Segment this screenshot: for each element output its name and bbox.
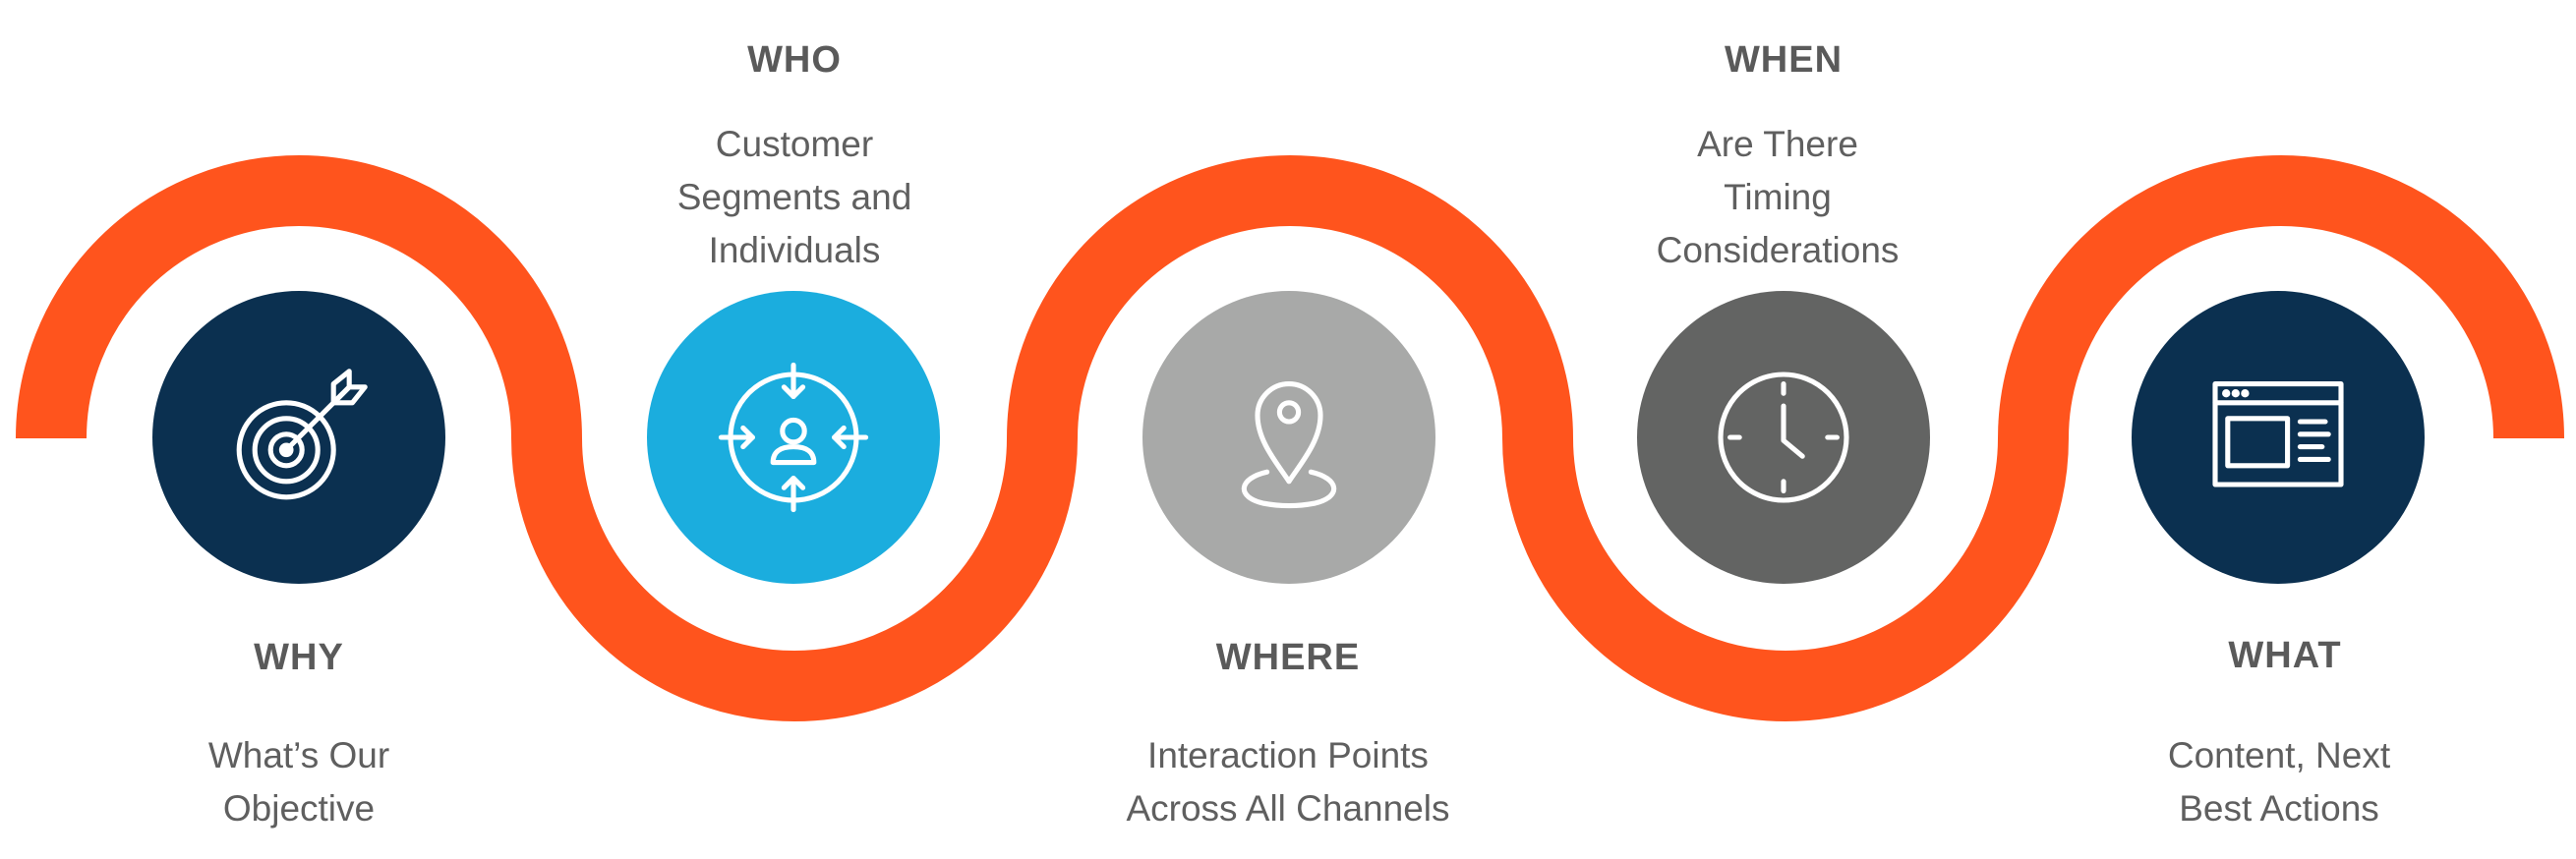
when-description: Are There Timing Considerations (1571, 118, 1984, 277)
who-line-3: Individuals (708, 230, 881, 270)
where-line-2: Across All Channels (1126, 788, 1450, 829)
what-line-2: Best Actions (2179, 788, 2379, 829)
what-description: Content, Next Best Actions (2073, 729, 2486, 835)
when-title: WHEN (1724, 39, 1844, 81)
where-circle (1142, 291, 1435, 584)
location-pin-icon (1241, 381, 1337, 509)
why-line-1: What’s Our (207, 735, 390, 775)
why-line-2: Objective (222, 788, 376, 829)
browser-window-icon (2212, 381, 2344, 487)
when-line-3: Considerations (1656, 230, 1900, 270)
when-line-1: Are There (1697, 124, 1858, 164)
what-title: WHAT (2228, 635, 2342, 676)
who-line-2: Segments and (676, 177, 912, 217)
what-circle (2132, 291, 2425, 584)
why-circle (152, 291, 445, 584)
what-line-1: Content, Next (2167, 735, 2391, 775)
where-description: Interaction Points Across All Channels (1082, 729, 1494, 835)
when-circle (1637, 291, 1930, 584)
why-title: WHY (254, 637, 344, 678)
when-line-2: Timing (1724, 177, 1832, 217)
customer-focus-icon (718, 362, 869, 513)
where-line-1: Interaction Points (1147, 735, 1429, 775)
who-title: WHO (747, 39, 842, 81)
who-description: Customer Segments and Individuals (588, 118, 1001, 277)
why-description: What’s Our Objective (92, 729, 505, 835)
who-line-1: Customer (715, 124, 874, 164)
where-title: WHERE (1215, 637, 1361, 678)
clock-icon (1718, 372, 1849, 503)
target-icon (236, 369, 368, 500)
who-circle (647, 291, 940, 584)
